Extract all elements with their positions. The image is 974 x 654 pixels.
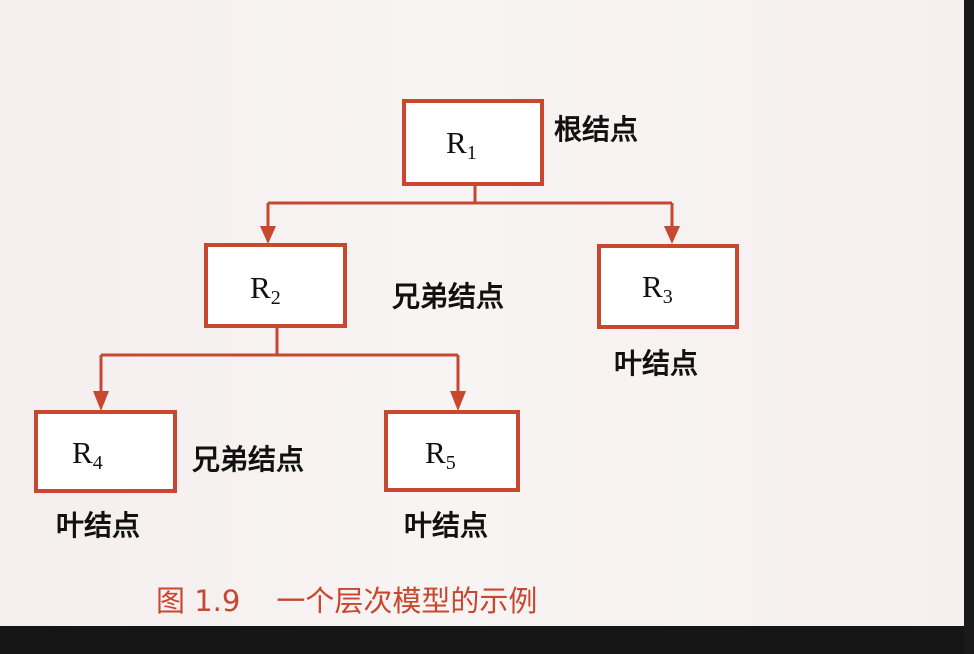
node-r1-label: R1 [446, 127, 477, 163]
node-r2-letter: R [250, 270, 271, 305]
annotation-root-node: 根结点 [554, 113, 639, 146]
node-r5-letter: R [425, 435, 446, 470]
arrow-to-r4 [93, 391, 109, 411]
node-r1-box [402, 99, 544, 186]
bottom-edge-band [0, 626, 974, 654]
annotation-leaf-r4: 叶结点 [56, 509, 141, 542]
node-r5-subscript: 5 [445, 452, 456, 474]
node-r4-letter: R [72, 435, 93, 470]
node-r5-box [384, 410, 520, 492]
annotation-siblings-level2: 兄弟结点 [392, 280, 505, 313]
node-r1-letter: R [446, 125, 467, 160]
node-r3-subscript: 3 [662, 286, 673, 308]
arrow-to-r3 [664, 226, 680, 244]
annotation-leaf-r3: 叶结点 [614, 347, 699, 380]
node-r3-box [597, 244, 739, 329]
annotation-leaf-r5: 叶结点 [404, 509, 489, 542]
arrow-to-r2 [260, 226, 276, 244]
node-r4-subscript: 4 [92, 452, 103, 474]
node-r2-label: R2 [250, 272, 281, 308]
figure-title: 一个层次模型的示例 [276, 584, 538, 618]
node-r2-subscript: 2 [270, 287, 281, 309]
node-r4-box [34, 410, 177, 493]
node-r3-letter: R [642, 269, 663, 304]
node-r3-label: R3 [642, 271, 673, 307]
figure-caption: 图 1.9 一个层次模型的示例 [156, 587, 537, 616]
node-r2-box [204, 243, 347, 328]
figure-number: 图 1.9 [156, 584, 241, 618]
node-r1-subscript: 1 [466, 142, 477, 164]
right-edge-band [964, 0, 974, 654]
node-r5-label: R5 [425, 437, 456, 473]
annotation-siblings-level3: 兄弟结点 [192, 443, 305, 476]
node-r4-label: R4 [72, 437, 103, 473]
arrow-to-r5 [450, 391, 466, 411]
